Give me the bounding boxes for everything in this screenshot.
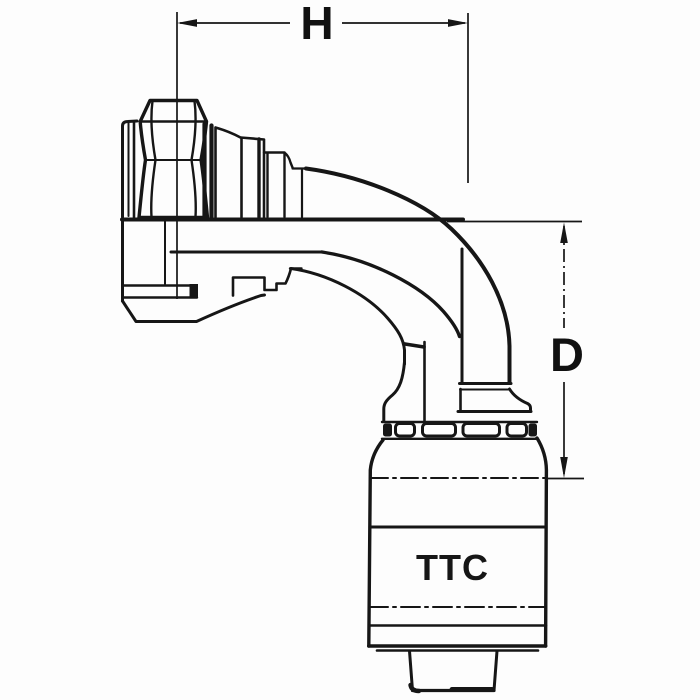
d-arrow-down-icon [560, 457, 568, 478]
serration-tooth [461, 422, 501, 438]
serration-band [380, 420, 539, 438]
collar-outer-line [121, 119, 139, 219]
elbow-mid-arc [320, 250, 462, 339]
elbow-bend [289, 166, 533, 423]
spout-outline [121, 293, 266, 323]
spout-dark-detail [189, 284, 198, 298]
h-arrow-left-icon [177, 19, 197, 27]
serration-cap-left [383, 423, 392, 437]
hose-stub [408, 649, 499, 694]
flange-skirt-right [508, 387, 532, 413]
shadow-band [202, 121, 214, 220]
serration-tooth [394, 422, 416, 438]
leg-junction [403, 342, 426, 349]
dimension-label-h: H [300, 0, 333, 49]
dimension-label-d: D [550, 328, 584, 381]
neck-step [291, 167, 308, 219]
serration-tooth [421, 422, 457, 438]
swivel-nut-head [121, 98, 308, 220]
hose-corner-dark [408, 682, 422, 694]
hex-facet-right [190, 99, 197, 219]
ferrule-marking-ttc: TTC [416, 547, 489, 588]
step-ring-1 [214, 126, 266, 219]
horizontal-body [120, 217, 465, 323]
dimension-h: H [176, 0, 469, 299]
d-arrow-up-icon [560, 222, 568, 243]
ferrule-right-edge [535, 436, 549, 648]
serration-cap-right [528, 423, 537, 437]
step-ring-2 [262, 151, 294, 219]
elbow-outer-arc [304, 166, 512, 385]
leg-left-foot [382, 360, 406, 423]
crimp-ferrule: TTC [367, 436, 549, 652]
casting-tab-outline [231, 267, 293, 297]
hex-facet-left [150, 99, 157, 219]
hose-right-edge [492, 649, 499, 692]
ferrule-left-edge [367, 438, 385, 648]
dimension-d: D [447, 220, 584, 480]
elbow-inner-arc [289, 267, 406, 366]
serration-tooth [505, 422, 528, 438]
h-arrow-right-icon [448, 19, 468, 27]
